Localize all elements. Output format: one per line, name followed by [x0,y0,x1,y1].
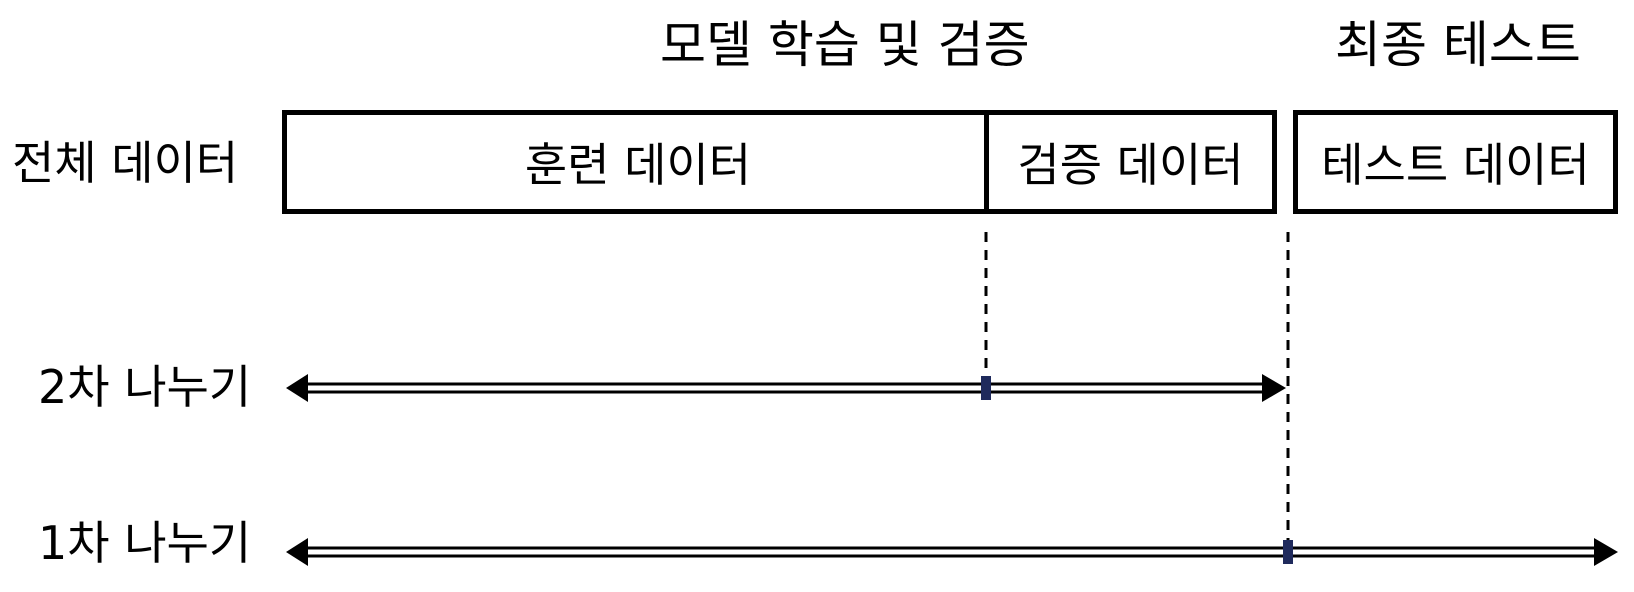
segment-train-label: 훈련 데이터 [524,138,752,192]
row-label-split-2: 2차 나누기 [38,360,252,414]
segment-validation: 검증 데이터 [984,110,1277,214]
split-2-arrow [286,374,1286,402]
header-final-test: 최종 테스트 [1335,16,1581,74]
split-1-arrowhead-right [1594,538,1618,566]
split-1-arrowhead-left [286,538,308,566]
split-2-marker [981,376,991,400]
split-1-marker [1283,540,1293,564]
segment-test: 테스트 데이터 [1293,110,1618,214]
split-2-arrowhead-right [1262,374,1286,402]
split-2-arrowhead-left [286,374,308,402]
split-1-arrow [286,538,1618,566]
header-train-validate: 모델 학습 및 검증 [660,16,1030,74]
segment-train: 훈련 데이터 [282,110,989,214]
segment-test-label: 테스트 데이터 [1321,138,1590,192]
row-label-split-1: 1차 나누기 [38,516,252,570]
row-label-full-data: 전체 데이터 [12,136,239,190]
segment-validation-label: 검증 데이터 [1017,138,1244,192]
